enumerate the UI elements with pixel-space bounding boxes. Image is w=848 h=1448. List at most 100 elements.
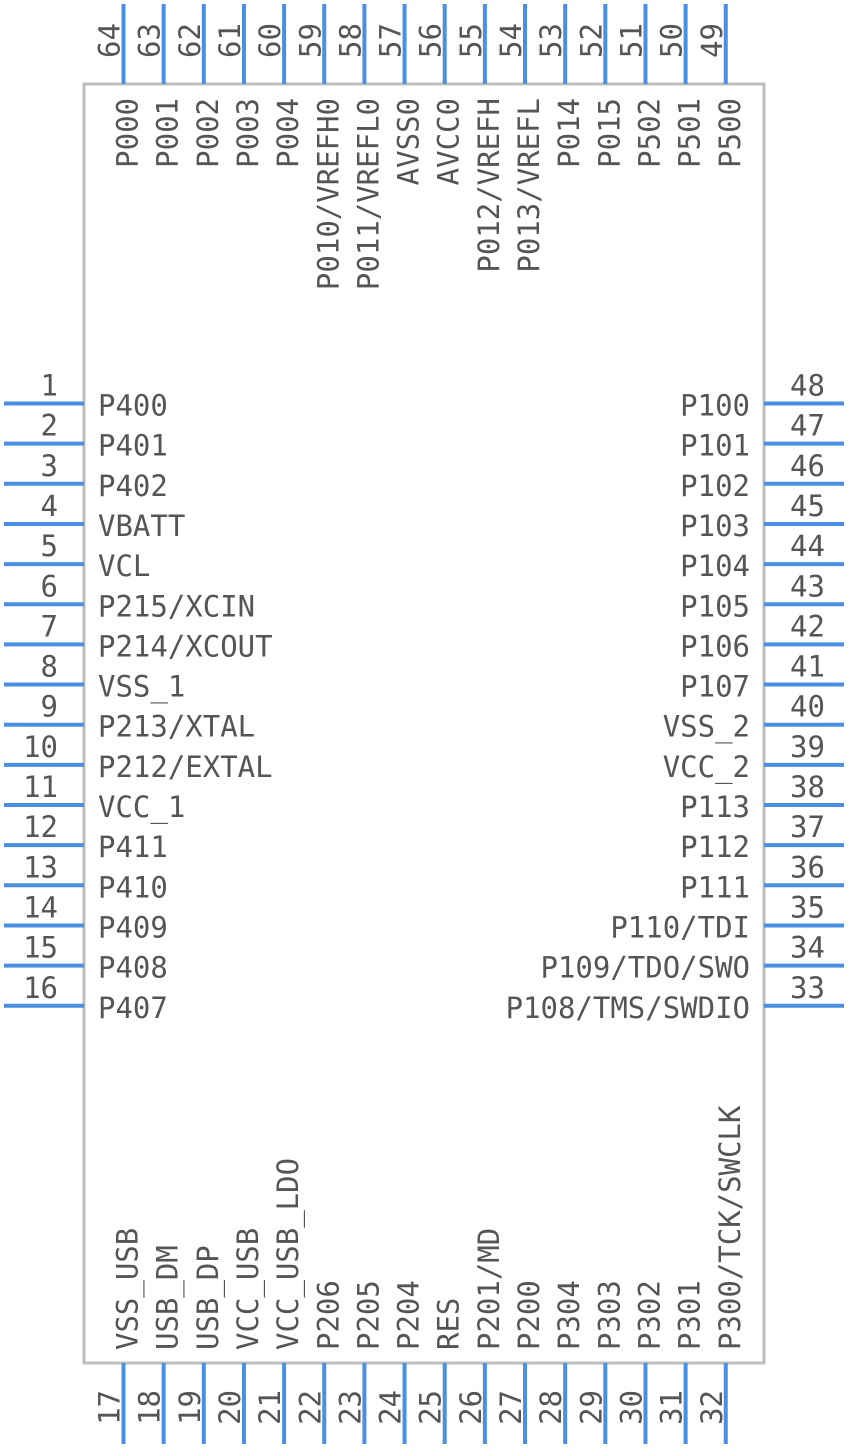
pin-label-9: P213/XTAL [98,710,255,744]
pin-label-50: P501 [673,98,707,168]
pins-layer: 1P4002P4013P4024VBATT5VCL6P215/XCIN7P214… [4,4,844,1444]
pin-label-22: P206 [311,1280,345,1350]
pin-number-15: 15 [23,931,58,965]
pin-number-17: 17 [93,1390,127,1425]
pin-number-33: 33 [790,971,825,1005]
pin-label-15: P408 [98,951,168,985]
pin-number-31: 31 [655,1390,689,1425]
pin-number-21: 21 [253,1390,287,1425]
pin-label-4: VBATT [98,509,185,543]
pin-number-14: 14 [23,890,58,924]
pin-label-54: P013/VREFL [512,98,546,273]
pin-label-35: P110/TDI [610,910,750,944]
pin-number-32: 32 [695,1390,729,1425]
pin-number-62: 62 [173,23,207,58]
pin-number-50: 50 [655,23,689,58]
pin-label-51: P502 [632,98,666,168]
pin-label-49: P500 [713,98,747,168]
pin-number-59: 59 [293,23,327,58]
pin-number-19: 19 [173,1390,207,1425]
pin-label-40: VSS_2 [663,710,750,745]
pin-label-53: P014 [552,98,586,168]
pin-number-43: 43 [790,569,825,603]
pin-number-35: 35 [790,890,825,924]
pin-number-34: 34 [790,931,825,965]
pin-number-10: 10 [23,730,58,764]
pin-label-55: P012/VREFH [472,98,506,273]
pin-label-60: P004 [271,98,305,168]
pin-number-3: 3 [41,449,58,483]
pin-label-5: VCL [98,549,150,583]
chip-body [82,82,766,1365]
pin-number-42: 42 [790,609,825,643]
pin-label-8: VSS_1 [98,670,185,705]
pin-number-4: 4 [41,489,58,523]
pin-number-30: 30 [614,1390,648,1425]
pin-number-9: 9 [41,690,58,724]
pin-number-56: 56 [414,23,448,58]
pin-label-23: P205 [351,1280,385,1350]
pin-label-30: P302 [632,1280,666,1350]
pin-number-45: 45 [790,489,825,523]
pin-number-51: 51 [614,23,648,58]
pin-number-52: 52 [574,23,608,58]
pin-number-46: 46 [790,449,825,483]
pin-number-53: 53 [534,23,568,58]
pin-number-44: 44 [790,529,825,563]
pin-number-7: 7 [41,609,58,643]
pin-number-1: 1 [41,369,58,403]
pin-label-34: P109/TDO/SWO [540,951,750,985]
pin-number-2: 2 [41,409,58,443]
pin-number-23: 23 [333,1390,367,1425]
pin-number-16: 16 [23,971,58,1005]
pin-number-25: 25 [414,1390,448,1425]
pin-number-64: 64 [93,23,127,58]
pin-label-18: USB_DM [151,1245,186,1350]
pin-label-28: P304 [552,1280,586,1350]
pin-number-6: 6 [41,569,58,603]
pin-label-61: P003 [231,98,265,168]
pin-label-32: P300/TCK/SWCLK [713,1105,747,1350]
pin-label-19: USB_DP [191,1245,226,1350]
pin-label-1: P400 [98,389,168,423]
pin-number-40: 40 [790,690,825,724]
pin-label-57: AVSS0 [392,98,426,185]
pin-number-22: 22 [293,1390,327,1425]
pin-number-54: 54 [494,23,528,58]
pin-number-60: 60 [253,23,287,58]
pin-label-27: P200 [512,1280,546,1350]
pin-label-25: RES [432,1298,466,1350]
pin-label-37: P112 [680,830,750,864]
pin-label-24: P204 [392,1280,426,1350]
pin-number-24: 24 [374,1390,408,1425]
pin-label-10: P212/EXTAL [98,750,273,784]
pin-label-11: VCC_1 [98,790,185,825]
pin-number-41: 41 [790,650,825,684]
pin-number-47: 47 [790,409,825,443]
pin-number-55: 55 [454,23,488,58]
pin-label-7: P214/XCOUT [98,629,273,663]
pin-number-13: 13 [23,850,58,884]
pin-number-61: 61 [213,23,247,58]
pin-label-43: P105 [680,589,750,623]
pin-label-12: P411 [98,830,168,864]
pin-label-21: VCC_USB_LDO [271,1158,306,1350]
pin-label-63: P001 [151,98,185,168]
pin-label-56: AVCC0 [432,98,466,185]
pin-number-29: 29 [574,1390,608,1425]
pin-label-31: P301 [673,1280,707,1350]
pin-label-26: P201/MD [472,1228,506,1350]
pin-label-29: P303 [592,1280,626,1350]
pin-number-28: 28 [534,1390,568,1425]
pin-number-18: 18 [133,1390,167,1425]
pin-number-39: 39 [790,730,825,764]
pin-label-38: P113 [680,790,750,824]
pin-label-13: P410 [98,870,168,904]
pin-label-2: P401 [98,429,168,463]
pin-label-45: P103 [680,509,750,543]
pin-number-20: 20 [213,1390,247,1425]
pin-number-5: 5 [41,529,58,563]
pin-label-6: P215/XCIN [98,589,255,623]
pin-number-36: 36 [790,850,825,884]
